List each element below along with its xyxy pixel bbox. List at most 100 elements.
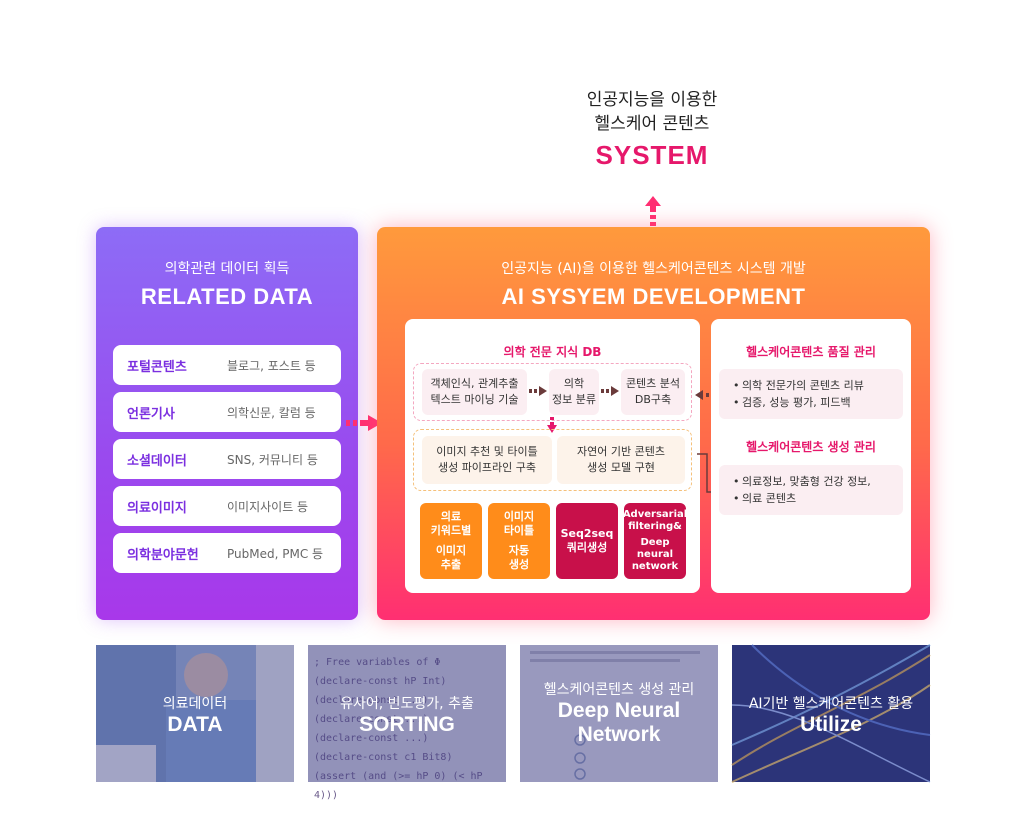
data-source-desc: PubMed, PMC 등	[227, 546, 324, 561]
data-source-desc: 이미지사이트 등	[227, 499, 309, 514]
tile-line: 추출	[440, 558, 462, 571]
data-source-label: 의학분야문헌	[127, 547, 199, 563]
fiber-network-image	[731, 644, 931, 783]
data-source-item: 언론기사 의학신문, 칼럼 등	[113, 392, 341, 432]
card-sorting: ; Free variables of Φ (declare-const hP …	[308, 645, 506, 801]
data-source-item: 의료이미지 이미지사이트 등	[113, 486, 341, 526]
tile-line: neural	[636, 549, 674, 560]
method-tile: 이미지 타이틀 자동 생성	[488, 503, 550, 579]
list-item: 의료정보, 맞춤형 건강 정보,	[733, 473, 893, 490]
system-line2: 헬스케어 콘텐츠	[594, 114, 710, 134]
list-item-cont: 의료 콘텐츠	[742, 492, 797, 505]
code-line: (declare-const ...)	[314, 695, 429, 706]
method-tile: 의료 키워드별 이미지 추출	[420, 503, 482, 579]
system-title-block: 인공지능을 이용한 헬스케어 콘텐츠 SYSTEM	[552, 88, 752, 171]
code-line: ; Free variables of Φ	[314, 657, 441, 668]
code-image: ; Free variables of Φ (declare-const hP …	[308, 645, 506, 801]
knowledge-db-title: 의학 전문 지식 DB	[503, 345, 602, 359]
system-title: SYSTEM	[595, 140, 709, 170]
card-title: SORTING	[359, 713, 455, 736]
pipeline-step: 이미지 추천 및 타이틀 생성 파이프라인 구축	[422, 436, 552, 484]
card-utilize: AI기반 헬스케어콘텐츠 활용 Utilize	[731, 644, 931, 783]
card-subtitle: 의료데이터	[162, 696, 228, 712]
step-line: 생성 파이프라인 구축	[437, 461, 537, 474]
step-line: DB구축	[634, 393, 672, 406]
pipeline-row-2	[413, 429, 692, 491]
list-item: 검증, 성능 평가, 피드백	[733, 394, 893, 411]
card-subtitle: AI기반 헬스케어콘텐츠 활용	[748, 696, 914, 712]
quality-title: 헬스케어콘텐츠 품질 관리	[746, 345, 876, 359]
step-line: 콘텐츠 분석	[625, 377, 681, 390]
data-source-label: 의료이미지	[127, 500, 187, 516]
data-source-desc: 블로그, 포스트 등	[227, 358, 316, 373]
card-deep-neural-network: 헬스케어콘텐츠 생성 관리 Deep Neural Network	[520, 645, 718, 782]
generation-list: 의료정보, 맞춤형 건강 정보, 의료 콘텐츠	[719, 465, 903, 515]
right-panel-subtitle: 인공지능 (AI)을 이용한 헬스케어콘텐츠 시스템 개발	[501, 261, 806, 277]
code-line: (declare-const hP Int)	[314, 676, 447, 687]
step-line: 생성 모델 구현	[587, 461, 655, 474]
list-item: 의료 콘텐츠	[733, 490, 893, 507]
method-tile: Adversarial filtering& Deep neural netwo…	[622, 503, 688, 579]
pipeline-step: 객체인식, 관계추출 텍스트 마이닝 기술	[422, 369, 527, 415]
tile-line: network	[631, 561, 679, 572]
data-source-label: 소셜데이터	[127, 453, 187, 469]
tile-line: 이미지	[503, 510, 535, 523]
data-source-item: 포털콘텐츠 블로그, 포스트 등	[113, 345, 341, 385]
tile-line: Seq2seq	[560, 527, 614, 540]
tile-line: 쿼리생성	[566, 541, 608, 554]
right-arrow-icon	[529, 386, 547, 396]
tile-line: 생성	[508, 558, 530, 571]
data-source-label: 언론기사	[127, 406, 175, 422]
pipeline-step: 자연어 기반 콘텐츠 생성 모델 구현	[557, 436, 685, 484]
step-line: 의학	[563, 377, 585, 390]
left-panel-subtitle: 의학관련 데이터 획득	[164, 261, 290, 277]
tile-line: Adversarial	[622, 509, 688, 520]
step-line: 자연어 기반 콘텐츠	[577, 445, 665, 458]
tile-line: 키워드별	[430, 524, 472, 537]
method-tile: Seq2seq 쿼리생성	[556, 503, 618, 579]
tile-line: 자동	[508, 544, 530, 557]
code-line: (declare-const c1 Bit8)	[314, 752, 453, 763]
card-data: 의료데이터 DATA	[96, 645, 294, 782]
document-image	[520, 645, 718, 782]
code-line: (declare-const ...)	[314, 733, 429, 744]
card-subtitle: 유사어, 빈도평가, 추출	[340, 696, 474, 712]
tile-line: Deep	[640, 537, 670, 548]
data-source-item: 소셜데이터 SNS, 커뮤니티 등	[113, 439, 341, 479]
step-line: 이미지 추천 및 타이틀	[436, 445, 538, 458]
tile-line: 타이틀	[503, 524, 535, 537]
data-source-desc: 의학신문, 칼럼 등	[227, 405, 316, 420]
data-source-item: 의학분야문헌 PubMed, PMC 등	[113, 533, 341, 573]
pipeline-step: 의학 정보 분류	[549, 369, 599, 415]
pipeline-row-1	[413, 363, 692, 421]
card-title: Utilize	[800, 713, 862, 736]
step-line: 텍스트 마이닝 기술	[430, 393, 519, 406]
management-box: 헬스케어콘텐츠 품질 관리 의학 전문가의 콘텐츠 리뷰 검증, 성능 평가, …	[711, 319, 911, 593]
medical-photo-image	[96, 645, 294, 782]
left-panel-title: RELATED DATA	[140, 284, 314, 309]
card-title: DATA	[167, 713, 223, 736]
right-panel-title: AI SYSYEM DEVELOPMENT	[501, 284, 806, 309]
related-data-panel: 의학관련 데이터 획득 RELATED DATA 포털콘텐츠 블로그, 포스트 …	[96, 227, 358, 620]
quality-list: 의학 전문가의 콘텐츠 리뷰 검증, 성능 평가, 피드백	[719, 369, 903, 419]
pipeline-step: 콘텐츠 분석 DB구축	[621, 369, 685, 415]
data-source-label: 포털콘텐츠	[127, 359, 187, 375]
right-arrow-icon	[346, 415, 382, 431]
knowledge-db-box: 의학 전문 지식 DB 객체인식, 관계추출 텍스트 마이닝 기술 의학 정보 …	[405, 319, 700, 593]
list-item: 의학 전문가의 콘텐츠 리뷰	[733, 377, 893, 394]
card-title: Network	[577, 723, 661, 746]
data-source-list: 포털콘텐츠 블로그, 포스트 등 언론기사 의학신문, 칼럼 등 소셜데이터 S…	[113, 345, 341, 580]
code-line: (assert (and (>= hP 0) (< hP 4)))	[314, 771, 483, 801]
step-line: 객체인식, 관계추출	[430, 377, 519, 390]
tile-line: 의료	[440, 510, 462, 523]
data-source-desc: SNS, 커뮤니티 등	[227, 452, 318, 467]
step-line: 정보 분류	[552, 393, 596, 406]
code-line: (declare-const ...)	[314, 714, 429, 725]
system-line1: 인공지능을 이용한	[586, 90, 718, 110]
card-title: Deep Neural	[557, 699, 681, 722]
generation-title: 헬스케어콘텐츠 생성 관리	[746, 440, 876, 454]
card-subtitle: 헬스케어콘텐츠 생성 관리	[543, 682, 695, 698]
ai-development-panel: 인공지능 (AI)을 이용한 헬스케어콘텐츠 시스템 개발 AI SYSYEM …	[377, 227, 930, 620]
tile-line: 이미지	[435, 544, 467, 557]
tile-line: filtering&	[628, 521, 682, 532]
